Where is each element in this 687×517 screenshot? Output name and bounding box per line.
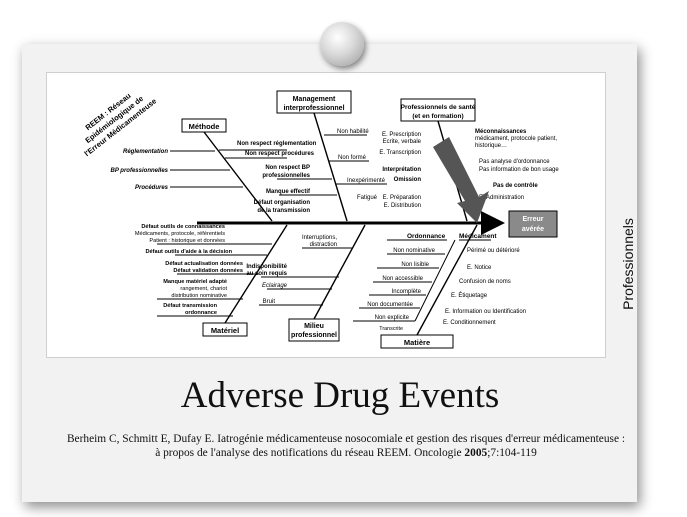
svg-text:Défaut actualisation données: Défaut actualisation données — [165, 261, 243, 267]
svg-text:de la transmission: de la transmission — [257, 208, 310, 214]
svg-text:E. Préparation: E. Préparation — [383, 195, 421, 201]
svg-text:Eclairage: Eclairage — [262, 283, 288, 289]
svg-text:Défaut organisation: Défaut organisation — [254, 200, 311, 206]
svg-text:E. Notice: E. Notice — [467, 265, 492, 271]
svg-text:Médicaments, protocole, référe: Médicaments, protocole, référentiels — [135, 231, 225, 237]
svg-text:Réglementation: Réglementation — [123, 149, 168, 155]
reference-pages: ;7:104-119 — [487, 447, 537, 459]
svg-text:Défaut outils de connaissances: Défaut outils de connaissances — [141, 224, 225, 230]
svg-text:Non respect BP: Non respect BP — [265, 165, 310, 171]
svg-text:Non nominative: Non nominative — [393, 248, 435, 254]
svg-text:Confusion de noms: Confusion de noms — [459, 279, 511, 285]
svg-text:Non respect réglementation: Non respect réglementation — [237, 141, 317, 147]
corner-label: REEM : Réseau Epidémiologique de l'Erreu… — [70, 81, 158, 159]
svg-text:Méconnaissances: Méconnaissances — [475, 129, 527, 135]
svg-text:Non accessible: Non accessible — [382, 276, 423, 282]
svg-text:Professionnels de santé: Professionnels de santé — [401, 104, 476, 111]
svg-text:(et en formation): (et en formation) — [412, 113, 463, 120]
svg-text:Interprétation: Interprétation — [382, 167, 421, 173]
svg-text:rangement, chariot: rangement, chariot — [180, 286, 227, 292]
reference-text: Berheim C, Schmitt E, Dufay E. Iatrogéni… — [67, 433, 625, 459]
svg-text:E. Transcription: E. Transcription — [379, 150, 421, 156]
svg-text:Matériel: Matériel — [211, 326, 239, 335]
fishbone-diagram: REEM : Réseau Epidémiologique de l'Erreu… — [46, 72, 606, 358]
svg-text:Omission: Omission — [394, 177, 422, 183]
svg-text:Ecrite, verbale: Ecrite, verbale — [383, 139, 422, 145]
svg-text:Incomplète: Incomplète — [392, 289, 422, 295]
svg-text:Manque effectif: Manque effectif — [266, 189, 311, 195]
svg-text:Non respect procédures: Non respect procédures — [245, 151, 315, 157]
highlight-arrow — [433, 137, 489, 223]
svg-text:professionnelles: professionnelles — [262, 173, 310, 179]
svg-text:Manque matériel adapté: Manque matériel adapté — [163, 279, 227, 285]
svg-text:Pas de contrôle: Pas de contrôle — [493, 183, 538, 189]
svg-text:interprofessionnel: interprofessionnel — [283, 105, 344, 112]
svg-text:Procédures: Procédures — [135, 185, 169, 191]
slide-title: Adverse Drug Events — [40, 374, 640, 417]
effect-label-2: avérée — [522, 226, 544, 233]
svg-text:Non lisible: Non lisible — [401, 262, 429, 268]
svg-text:Inexpérimenté: Inexpérimenté — [347, 178, 386, 184]
svg-text:Pas analyse d'ordonnance: Pas analyse d'ordonnance — [479, 159, 550, 165]
reference-year: 2005 — [464, 447, 487, 459]
svg-text:E. Étiquetage: E. Étiquetage — [451, 292, 488, 299]
svg-text:Transcrite: Transcrite — [379, 326, 403, 332]
svg-text:distraction: distraction — [310, 242, 337, 248]
svg-text:Indisponibilité: Indisponibilité — [246, 264, 287, 270]
svg-text:Périmé ou détérioré: Périmé ou détérioré — [467, 248, 520, 254]
svg-text:E. Distribution: E. Distribution — [384, 203, 421, 209]
svg-text:Matière: Matière — [404, 338, 430, 347]
svg-text:au soin requis: au soin requis — [246, 271, 287, 277]
svg-text:Défaut transmission: Défaut transmission — [163, 303, 217, 309]
svg-text:Non habilité: Non habilité — [337, 129, 369, 135]
svg-text:Non formé: Non formé — [338, 155, 367, 161]
pushpin-icon — [320, 22, 364, 66]
svg-text:Non explicite: Non explicite — [375, 315, 410, 321]
svg-text:Fatigué: Fatigué — [357, 195, 378, 201]
svg-text:Management: Management — [293, 96, 336, 103]
svg-text:Bruit: Bruit — [263, 299, 276, 305]
svg-text:médicament, protocole patient,: médicament, protocole patient, — [475, 136, 557, 142]
svg-text:Défaut validation données: Défaut validation données — [173, 268, 243, 274]
svg-text:E. Conditionnement: E. Conditionnement — [443, 320, 496, 326]
reference-citation: Berheim C, Schmitt E, Dufay E. Iatrogéni… — [66, 432, 626, 460]
svg-text:Patient : historique et donnée: Patient : historique et données — [149, 238, 225, 244]
svg-text:Défaut outils d'aide à la déci: Défaut outils d'aide à la décision — [146, 249, 233, 255]
svg-text:Milieu: Milieu — [304, 323, 324, 330]
side-label: Professionnels — [620, 218, 636, 310]
svg-text:historique…: historique… — [475, 143, 507, 149]
svg-text:Méthode: Méthode — [189, 122, 220, 131]
svg-text:Médicament: Médicament — [459, 233, 497, 240]
effect-box — [509, 211, 557, 237]
effect-label-1: Erreur — [522, 216, 543, 223]
svg-text:Pas information de bon usage: Pas information de bon usage — [479, 167, 559, 173]
svg-text:E. Information ou Identificati: E. Information ou Identification — [445, 309, 526, 315]
svg-text:Ordonnance: Ordonnance — [407, 233, 446, 240]
svg-text:Non documentée: Non documentée — [367, 302, 413, 308]
svg-text:Interruptions,: Interruptions, — [302, 235, 337, 241]
svg-text:E. Prescription: E. Prescription — [382, 132, 421, 138]
svg-text:distribution nominative: distribution nominative — [171, 293, 227, 299]
svg-text:professionnel: professionnel — [291, 332, 337, 339]
svg-text:BP professionnelles: BP professionnelles — [111, 168, 169, 174]
svg-text:ordonnance: ordonnance — [185, 310, 217, 316]
